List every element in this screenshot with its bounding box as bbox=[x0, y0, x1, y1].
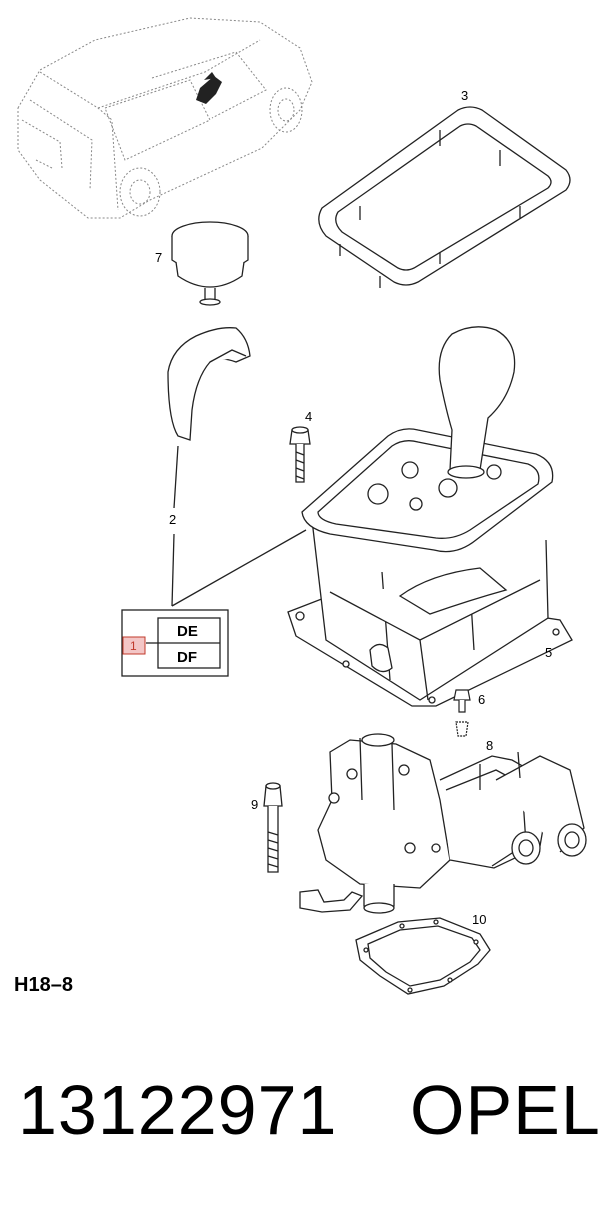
callout-10: 10 bbox=[472, 912, 486, 927]
part-number: 13122971 bbox=[18, 1071, 338, 1149]
car-sketch bbox=[17, 17, 313, 219]
callout-3: 3 bbox=[461, 88, 468, 103]
callout-6: 6 bbox=[478, 692, 485, 707]
part-6-screw bbox=[453, 689, 471, 737]
variant-code-df: DF bbox=[177, 649, 197, 666]
part-8-actuator bbox=[299, 733, 587, 914]
part-7-cap bbox=[171, 221, 249, 306]
callout-7: 7 bbox=[155, 250, 162, 265]
callout-2: 2 bbox=[169, 512, 176, 527]
variant-code-de: DE bbox=[177, 623, 198, 640]
callout-4: 4 bbox=[305, 409, 312, 424]
part-2-cover bbox=[167, 327, 251, 441]
page-code: H18–8 bbox=[14, 974, 73, 996]
part-10-gasket bbox=[355, 917, 491, 995]
part-4-bolt bbox=[289, 426, 311, 483]
variant-index-highlight bbox=[122, 636, 146, 655]
callout-8: 8 bbox=[486, 738, 493, 753]
variant-table: 1 DE DF bbox=[121, 609, 229, 677]
variant-index: 1 bbox=[130, 639, 137, 653]
leader-lines bbox=[171, 445, 307, 607]
callout-9: 9 bbox=[251, 797, 258, 812]
part-9-screw bbox=[263, 782, 283, 873]
brand-name: OPEL bbox=[410, 1071, 600, 1149]
part-5-shifter-housing bbox=[287, 326, 573, 707]
car-highlight-mark bbox=[196, 72, 222, 104]
callout-5: 5 bbox=[545, 645, 552, 660]
part-3-trim-frame bbox=[318, 106, 571, 288]
